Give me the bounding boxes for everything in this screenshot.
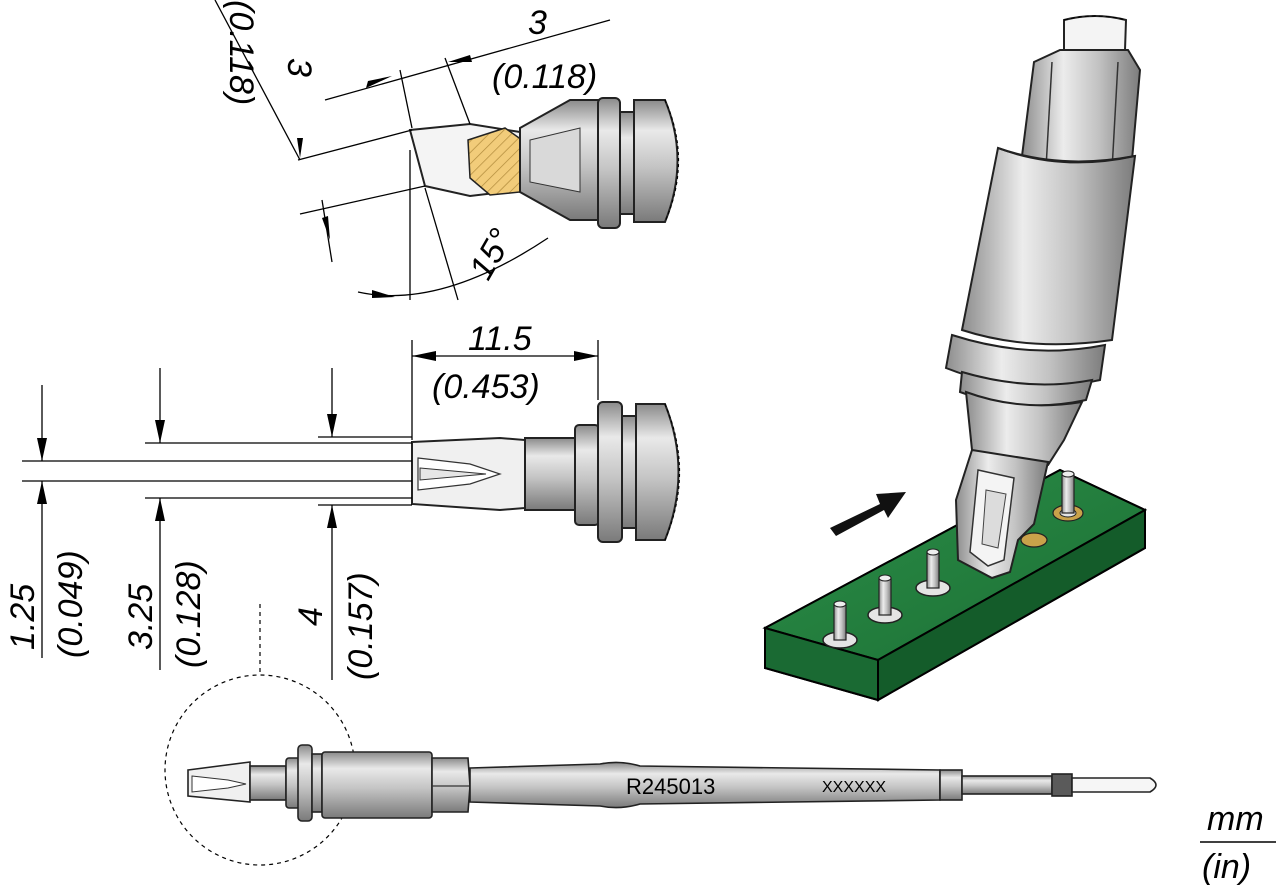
part-number: R245013 [626, 774, 715, 799]
top-angle: 15° [462, 222, 521, 286]
side-length-in: (0.453) [432, 368, 540, 406]
dim-3-mm: 4 [292, 607, 330, 626]
pcb-pins [822, 470, 1084, 649]
pin [915, 548, 951, 597]
side-dimension-lines [22, 340, 599, 680]
dim-2-in: (0.128) [170, 560, 208, 668]
top-width-mm: 3 [528, 4, 547, 42]
direction-arrow [830, 492, 906, 536]
pin [822, 600, 858, 649]
units-bottom: (in) [1202, 848, 1251, 885]
pin [867, 574, 903, 624]
top-height-mm: 3 [280, 58, 318, 77]
pcb-board [762, 468, 1148, 702]
dim-1-mm: 1.25 [4, 584, 42, 650]
top-height-in: (0.118) [222, 0, 260, 105]
dim-2-mm: 3.25 [122, 584, 160, 650]
dim-1-in: (0.049) [52, 550, 90, 658]
soldering-tip-3d [944, 15, 1142, 580]
pin-pad [1020, 532, 1048, 548]
tip-on-pcb-scene [762, 15, 1148, 702]
side-length-mm: 11.5 [468, 320, 532, 358]
top-tip-body [408, 97, 680, 229]
side-dimension-labels: 11.5 (0.453) 1.25 (0.049) 3.25 (0.128) 4… [4, 320, 540, 680]
serial-mark: XXXXXX [822, 779, 886, 796]
dim-3-in: (0.157) [342, 572, 380, 680]
cartridge-body [187, 744, 1157, 822]
top-detail-view: 3 (0.118) 3 (0.118) 15° [214, 0, 680, 301]
pin [1052, 470, 1084, 522]
cartridge-view: R245013 XXXXXX [164, 604, 1157, 866]
units-legend: mm (in) [1200, 800, 1276, 885]
top-width-in: (0.118) [492, 58, 597, 96]
side-detail-view: 11.5 (0.453) 1.25 (0.049) 3.25 (0.128) 4… [4, 320, 681, 680]
top-dimension-lines [214, 0, 611, 301]
side-tip-body [411, 401, 681, 543]
units-top: mm [1207, 800, 1264, 838]
